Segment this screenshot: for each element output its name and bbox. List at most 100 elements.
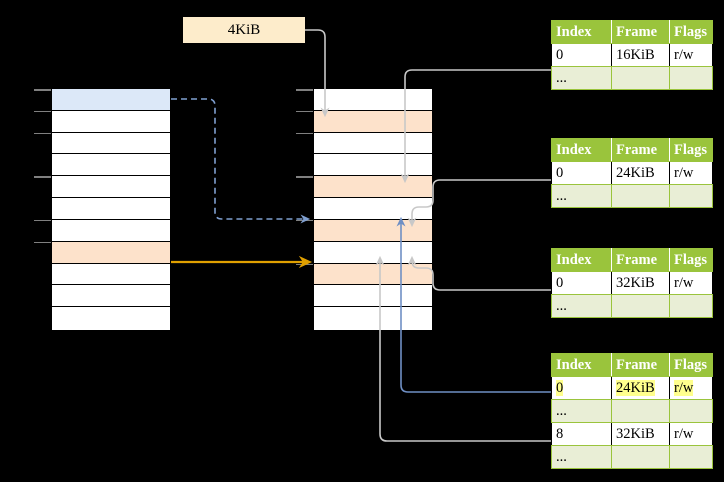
virtual-address-space-row-7[interactable] [52,241,170,264]
page-table-level-3-r1-c2 [669,294,713,318]
virtual-address-space-row-1[interactable] [52,110,170,133]
page-table-level-2-row-1[interactable]: ... [551,184,713,208]
page-table-level-3-r0-c2-text: r/w [674,274,694,291]
physical-memory-tick-6 [296,219,313,222]
page-table-level-1-col-flags: Flags [669,20,713,44]
page-table-level-1-row-0[interactable]: 0 16KiB r/w [551,43,713,67]
page-table-level-4-r0-c2-text: r/w [674,379,694,396]
physical-memory-row-9[interactable] [314,285,432,308]
wire-virtual-blue-to-physical [171,98,311,224]
page-table-level-4-r3-c1 [611,445,670,469]
physical-memory-tick-4 [296,176,313,178]
virtual-address-space-tick-2 [34,132,51,135]
page-table-level-3-col-frame: Frame [611,248,670,272]
page-table-level-4-r1-c0: ... [551,399,612,423]
page-table-level-4-r0-c1: 24KiB [611,376,670,400]
physical-memory-row-1[interactable] [314,110,432,133]
page-table-level-1-r0-c2-text: r/w [674,46,694,63]
physical-memory-row-4[interactable] [314,176,432,199]
page-table-level-2-col-index: Index [551,138,612,162]
page-table-level-3-r1-c0-text: ... [556,297,567,314]
virtual-address-space-row-6[interactable] [52,219,170,242]
virtual-address-space-row-4[interactable] [52,176,170,199]
page-table-level-4-r0-c2: r/w [669,376,713,400]
page-table-level-3-r1-c1 [611,294,670,318]
page-table-level-4-r2-c1: 32KiB [611,422,670,446]
page-table-level-4-col-frame: Frame [611,353,670,377]
page-table-level-1-r0-c1: 16KiB [611,43,670,67]
virtual-address-space-column [34,88,171,331]
page-table-level-4-r3-c2 [669,445,713,469]
page-table-level-2-col-flags: Flags [669,138,713,162]
virtual-address-space-row-10[interactable] [52,307,170,329]
page-table-level-2-r0-c1-text: 24KiB [616,164,655,181]
page-table-level-4-r1-c2 [669,399,713,423]
page-table-level-3-r1-c0: ... [551,294,612,318]
page-table-level-2-r0-c0: 0 [551,161,612,185]
page-table-level-2-r1-c0: ... [551,184,612,208]
page-table-level-4-r3-c0-text: ... [556,448,567,465]
virtual-address-space-row-2[interactable] [52,132,170,155]
virtual-address-space-row-8[interactable] [52,263,170,286]
page-table-level-4-row-2[interactable]: 8 32KiB r/w [551,422,713,446]
physical-memory-tick-8 [296,263,313,266]
page-table-level-4-r0-c0: 0 [551,376,612,400]
page-table-level-4-r2-c0-text: 8 [556,425,564,442]
page-table-level-4-r2-c0: 8 [551,422,612,446]
page-table-level-4-col-index: Index [551,353,612,377]
page-table-level-4-row-3[interactable]: ... [551,445,713,469]
physical-memory-row-10[interactable] [314,307,432,329]
page-table-level-4-r1-c0-text: ... [556,402,567,419]
virtual-address-space-row-9[interactable] [52,285,170,308]
page-table-level-1-r0-c0-text: 0 [556,46,564,63]
page-table-level-1-r1-c1 [611,66,670,90]
physical-memory-row-8[interactable] [314,263,432,286]
virtual-address-space-row-0[interactable] [52,89,170,111]
page-table-level-1-r0-c1-text: 16KiB [616,46,655,63]
page-table-level-4-r2-c2-text: r/w [674,425,694,442]
page-table-level-4-r2-c2: r/w [669,422,713,446]
page-table-level-3-col-index: Index [551,248,612,272]
page-table-level-2-r1-c0-text: ... [556,187,567,204]
page-table-level-3-col-flags: Flags [669,248,713,272]
page-table-level-3-r0-c0-text: 0 [556,274,564,291]
page-table-level-1-r0-c2: r/w [669,43,713,67]
virtual-address-space-tick-0 [34,89,51,91]
page-table-level-1-row-1[interactable]: ... [551,66,713,90]
page-table-level-4-r0-c1-text: 24KiB [616,379,655,396]
page-table-level-1-col-frame: Frame [611,20,670,44]
physical-memory-row-0[interactable] [314,89,432,111]
size-label-4kib: 4KiB [183,17,305,43]
virtual-address-space-tick-1 [34,110,51,113]
page-table-level-4-col-flags: Flags [669,353,713,377]
page-table-level-2-r1-c1 [611,184,670,208]
physical-memory-row-7[interactable] [314,241,432,264]
page-table-level-4-row-1[interactable]: ... [551,399,713,423]
page-table-level-4-r2-c1-text: 32KiB [616,425,655,442]
virtual-address-space-row-5[interactable] [52,198,170,220]
physical-memory-row-5[interactable] [314,198,432,220]
physical-memory-row-6[interactable] [314,219,432,242]
page-table-level-3-row-1[interactable]: ... [551,294,713,318]
page-table-level-3-r0-c1: 32KiB [611,271,670,295]
physical-memory-row-3[interactable] [314,154,432,177]
page-table-level-2-r1-c2 [669,184,713,208]
page-table-level-3-r0-c2: r/w [669,271,713,295]
page-table-level-4-r1-c1 [611,399,670,423]
physical-memory-row-2[interactable] [314,132,432,155]
virtual-address-space-row-3[interactable] [52,154,170,177]
page-table-level-2-col-frame: Frame [611,138,670,162]
page-table-level-3-r0-c0: 0 [551,271,612,295]
page-table-level-1-col-index: Index [551,20,612,44]
